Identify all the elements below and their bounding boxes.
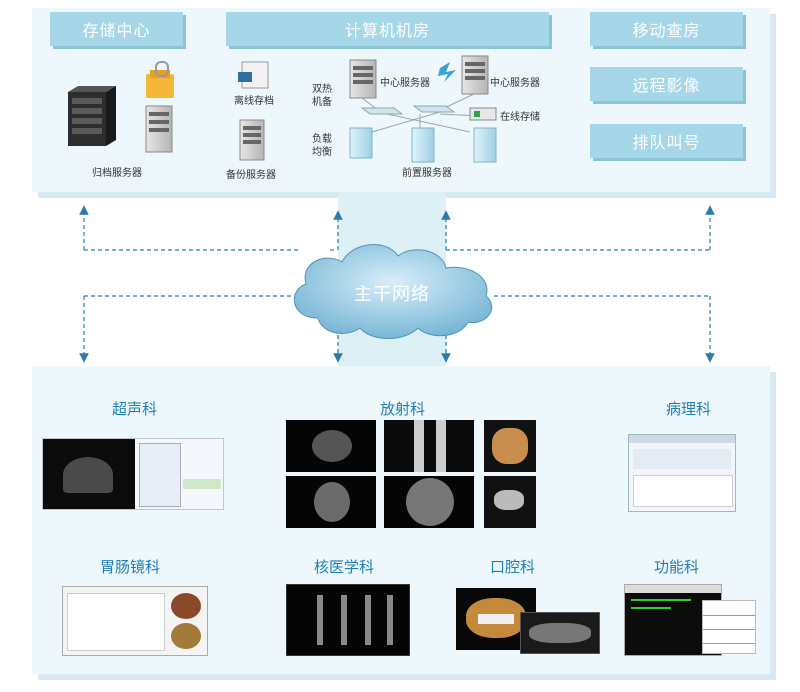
load-balance-label-1: 负载 xyxy=(312,134,332,145)
dept-nuclear[interactable]: 核医学科 xyxy=(314,558,375,576)
radiology-ct-chest xyxy=(286,420,376,472)
switch-icon xyxy=(360,105,456,115)
remote-imaging-header[interactable]: 远程影像 xyxy=(590,67,743,101)
backup-server-label: 备份服务器 xyxy=(226,170,276,181)
dual-hot-label-2: 机备 xyxy=(312,97,332,108)
folder-lock-icon xyxy=(146,61,174,98)
dept-function[interactable]: 功能科 xyxy=(654,558,700,576)
dept-pathology[interactable]: 病理科 xyxy=(666,400,712,418)
function-ecg-screenshot xyxy=(702,600,756,654)
backup-server-icon xyxy=(239,119,265,161)
central-server-label-right: 中心服务器 xyxy=(490,78,540,89)
radiology-3d-ribs xyxy=(484,420,536,472)
central-server-icon xyxy=(349,59,377,99)
central-server-icon xyxy=(461,55,489,95)
archive-server-label: 归档服务器 xyxy=(92,168,142,179)
storage-center-header: 存储中心 xyxy=(50,12,183,46)
radiology-xray-legs xyxy=(384,420,474,472)
offline-storage-icon xyxy=(238,61,269,89)
central-server-label-left: 中心服务器 xyxy=(380,78,430,89)
offline-storage-label: 离线存档 xyxy=(234,96,274,107)
gastro-screenshot xyxy=(62,586,208,656)
front-server-icon xyxy=(349,127,497,163)
dept-ultrasound[interactable]: 超声科 xyxy=(112,400,158,418)
dept-gastro[interactable]: 胃肠镜科 xyxy=(100,558,161,576)
cloud-icon xyxy=(293,244,493,339)
backbone-network-label: 主干网络 xyxy=(354,284,430,305)
radiology-round-scan xyxy=(384,476,474,528)
online-storage-icon xyxy=(469,107,497,121)
ultrasound-screenshot xyxy=(42,438,224,510)
online-storage-label: 在线存储 xyxy=(500,112,540,123)
dept-dental[interactable]: 口腔科 xyxy=(490,558,536,576)
radiology-3d-head xyxy=(484,476,536,528)
network-lines xyxy=(79,205,715,363)
radiology-brain-ct xyxy=(286,476,376,528)
load-balance-label-2: 均衡 xyxy=(312,147,332,158)
pathology-screenshot xyxy=(628,434,736,512)
dept-radiology[interactable]: 放射科 xyxy=(380,400,426,418)
queue-calling-header[interactable]: 排队叫号 xyxy=(590,124,743,158)
dental-panoramic-screenshot xyxy=(520,612,600,654)
mobile-rounds-header[interactable]: 移动查房 xyxy=(590,12,743,46)
nuclear-screenshot xyxy=(286,584,410,656)
archive-server-icon xyxy=(68,86,116,146)
front-server-label: 前置服务器 xyxy=(402,168,452,179)
dual-hot-label-1: 双热 xyxy=(312,84,332,95)
computer-room-header: 计算机机房 xyxy=(226,12,549,46)
lightning-icon xyxy=(438,62,456,82)
server-icon xyxy=(145,105,173,153)
